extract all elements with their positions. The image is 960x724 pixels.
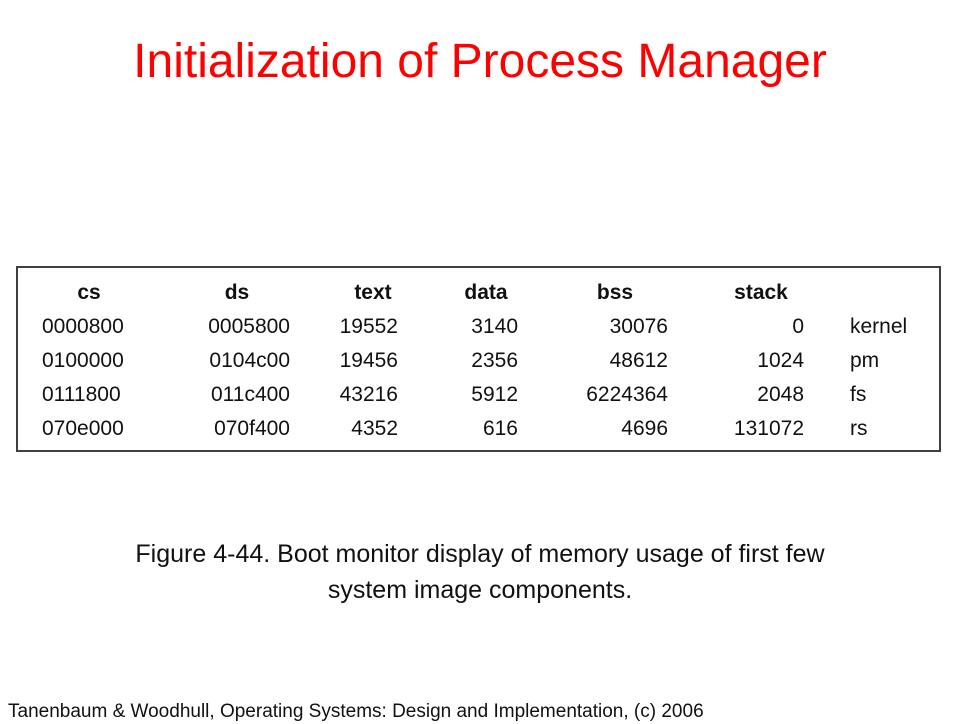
table-cell-stack: 1024	[757, 349, 804, 372]
column-header-data: data	[464, 281, 508, 304]
table-cell-data: 5912	[471, 383, 518, 406]
table-cell-component: fs	[850, 383, 867, 406]
column-header-bss: bss	[596, 281, 634, 304]
table-cell-bss: 6224364	[586, 383, 668, 406]
table-cell-stack: 2048	[757, 383, 804, 406]
table-cell-cs: 0100000	[42, 349, 124, 372]
memory-usage-table: cs ds text data bss stack 0000800 000580…	[16, 266, 941, 452]
table-cell-stack: 0	[792, 315, 804, 338]
table-cell-component: pm	[850, 349, 880, 372]
table-cell-text: 19552	[339, 315, 398, 338]
column-header-cs: cs	[77, 281, 101, 304]
caption-line: Figure 4-44. Boot monitor display of mem…	[135, 540, 825, 568]
table-cell-text: 4352	[351, 417, 398, 440]
slide-title: Initialization of Process Manager	[133, 35, 827, 88]
table-cell-bss: 30076	[609, 315, 668, 338]
column-header-ds: ds	[224, 281, 250, 304]
table-cell-data: 616	[482, 417, 518, 440]
column-header-stack: stack	[734, 281, 788, 304]
table-cell-text: 43216	[339, 383, 398, 406]
column-header-text: text	[354, 281, 392, 304]
table-cell-ds: 011c400	[210, 383, 290, 406]
table-cell-text: 19456	[339, 349, 398, 372]
caption-line: system image components.	[327, 576, 633, 604]
table-cell-ds: 070f400	[214, 417, 290, 440]
table-cell-data: 2356	[471, 349, 518, 372]
figure-caption: Figure 4-44. Boot monitor display of mem…	[20, 536, 940, 608]
footer-citation: Tanenbaum & Woodhull, Operating Systems:…	[8, 701, 704, 722]
table-cell-cs: 070e000	[42, 417, 124, 440]
table-cell-ds: 0005800	[208, 315, 290, 338]
table-cell-data: 3140	[471, 315, 518, 338]
table-cell-component: kernel	[850, 315, 908, 338]
table-cell-cs: 0000800	[42, 315, 124, 338]
table-cell-ds: 0104c00	[209, 349, 290, 372]
table-cell-bss: 48612	[609, 349, 668, 372]
table-cell-stack: 131072	[733, 417, 804, 440]
table-cell-cs: 0111800	[42, 383, 121, 406]
table-cell-bss: 4696	[621, 417, 668, 440]
table-cell-component: rs	[850, 417, 868, 440]
